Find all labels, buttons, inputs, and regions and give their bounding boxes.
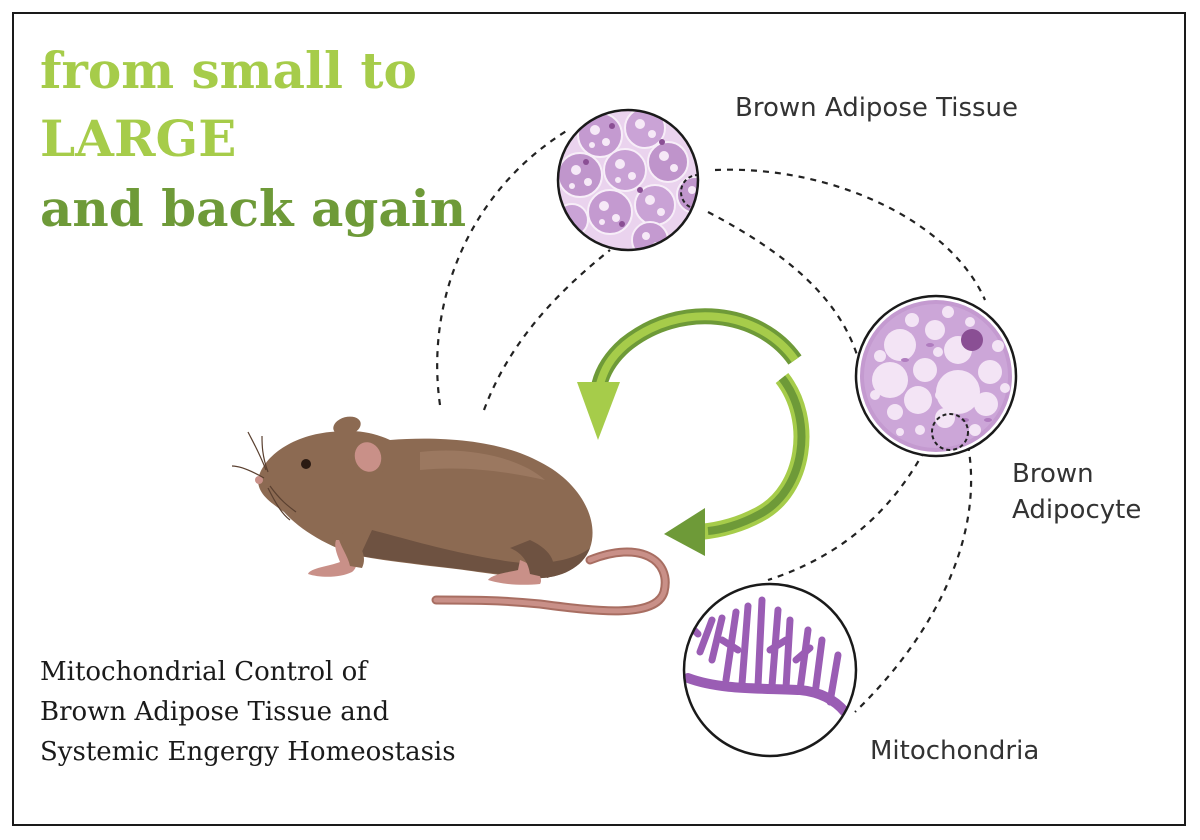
connector-bat-to-cell-outer — [714, 168, 987, 301]
bat-tissue-icon — [556, 108, 700, 252]
mitochondria-icon — [682, 582, 858, 758]
circular-arrows-icon — [577, 308, 810, 556]
title-line-2: LARGE — [40, 109, 237, 168]
connector-cell-to-mito-outer — [854, 444, 973, 713]
label-brown-adipose-tissue: Brown Adipose Tissue — [735, 93, 1019, 123]
label-brown-adipocyte: Brown Adipocyte — [1012, 456, 1141, 528]
label-mitochondria: Mitochondria — [870, 736, 1040, 766]
title-line-3: and back again — [40, 179, 467, 238]
cycle-arrow-dark — [699, 373, 810, 540]
connector-mouse-to-bat-inner — [482, 249, 611, 411]
adipocyte-icon — [854, 294, 1018, 458]
subtitle-line-1: Mitochondrial Control of — [40, 657, 367, 687]
label-adipocyte-line-1: Brown — [1012, 459, 1094, 489]
connector-mouse-to-bat-outer — [436, 129, 569, 406]
mouse-illustration — [231, 416, 670, 616]
connector-cell-to-mito-inner — [767, 439, 931, 582]
subtitle-line-3: Systemic Engergy Homeostasis — [40, 737, 456, 767]
subtitle-block: Mitochondrial Control of Brown Adipose T… — [40, 652, 456, 772]
label-adipocyte-line-2: Adipocyte — [1012, 495, 1142, 525]
subtitle-line-2: Brown Adipose Tissue and — [40, 697, 390, 727]
connector-bat-to-cell-inner — [707, 211, 860, 359]
title-line-1: from small to — [40, 41, 417, 100]
cycle-arrow-light — [590, 308, 802, 394]
dashed-connectors — [436, 129, 987, 713]
